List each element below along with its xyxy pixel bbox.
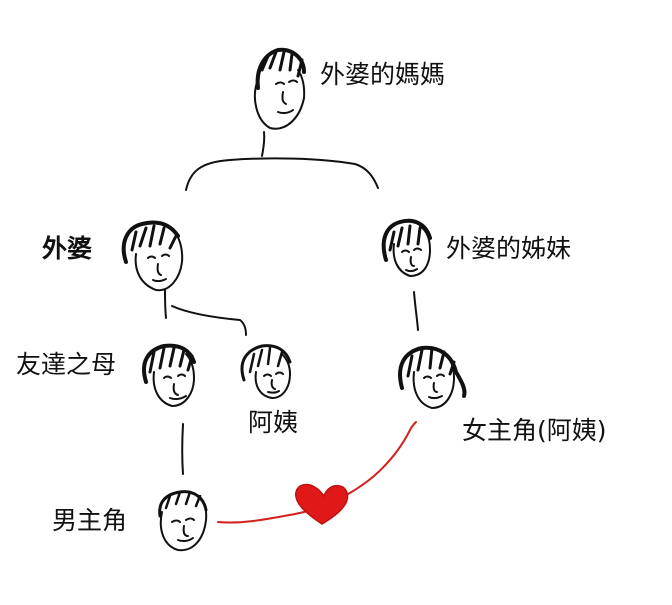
face-friends-mother bbox=[142, 343, 196, 407]
face-heroine bbox=[398, 345, 467, 409]
line-friends-mother-to-hero bbox=[181, 423, 184, 475]
face-great-grandmother bbox=[253, 47, 306, 130]
label-great-grandmother: 外婆的媽媽 bbox=[320, 60, 446, 89]
face-aunt bbox=[240, 344, 292, 399]
line-great-grandmother-down bbox=[261, 131, 266, 157]
line-grandmother-down bbox=[164, 289, 167, 319]
label-friends-mother: 友達之母 bbox=[16, 350, 117, 379]
face-grandmother bbox=[121, 220, 184, 292]
line-grandmother-to-aunt bbox=[171, 305, 247, 336]
label-aunt: 阿姨 bbox=[248, 408, 299, 437]
label-grandmother-sister: 外婆的姊妹 bbox=[446, 234, 572, 263]
heart-icon bbox=[295, 483, 349, 525]
face-hero bbox=[158, 490, 208, 552]
line-branch-bar bbox=[185, 157, 379, 191]
line-sister-to-heroine bbox=[413, 291, 419, 331]
face-grandmother-sister bbox=[381, 218, 432, 277]
label-hero: 男主角 bbox=[52, 506, 128, 535]
label-heroine: 女主角(阿姨) bbox=[462, 416, 607, 445]
label-grandmother: 外婆 bbox=[42, 234, 93, 263]
